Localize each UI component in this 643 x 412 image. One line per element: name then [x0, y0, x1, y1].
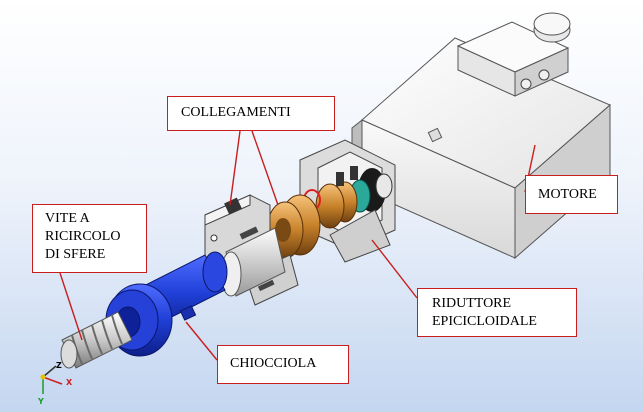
label-chiocciola: CHIOCCIOLA: [217, 345, 349, 384]
reducer: [299, 139, 396, 263]
label-collegamenti: COLLEGAMENTI: [167, 96, 335, 131]
coupling: [266, 194, 321, 259]
shaft: [220, 227, 286, 297]
label-riduttore: RIDUTTORE EPICICLOIDALE: [417, 288, 577, 337]
label-vite-a-ricircolo: VITE A RICIRCOLO DI SFERE: [32, 204, 147, 273]
axis-z-label: Z: [56, 361, 62, 370]
axis-y-label: Y: [38, 397, 44, 406]
label-motore: MOTORE: [525, 175, 618, 214]
axis-x-label: X: [66, 378, 73, 387]
axis-triad: [40, 365, 63, 394]
ball-screw: [60, 311, 133, 369]
